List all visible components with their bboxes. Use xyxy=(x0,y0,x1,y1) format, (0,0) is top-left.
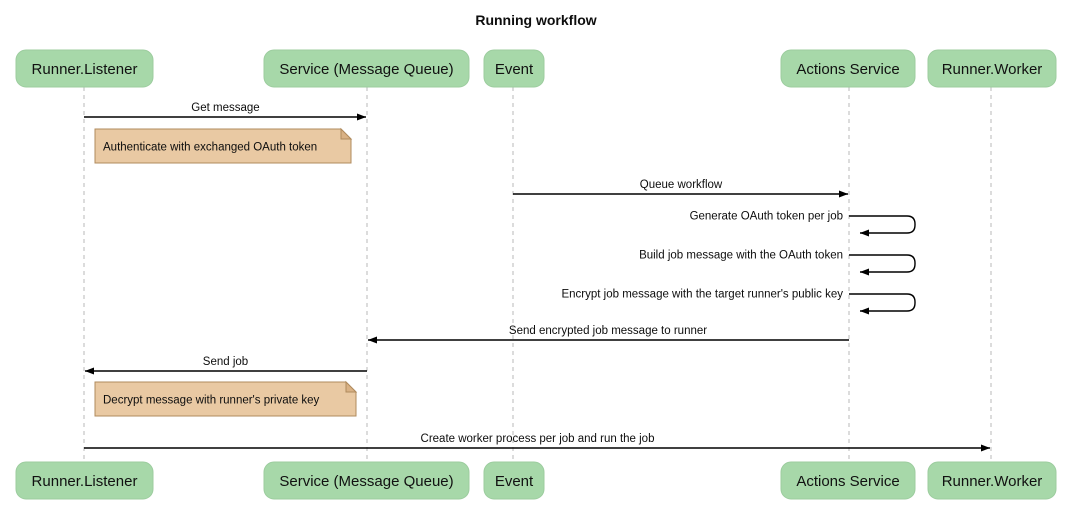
message-send-job[interactable]: Send job xyxy=(84,356,367,375)
message-self-loop[interactable] xyxy=(849,293,916,315)
participant-actions-service-bottom[interactable]: Actions Service xyxy=(780,461,916,500)
participant-box[interactable] xyxy=(483,49,545,88)
note-body[interactable] xyxy=(94,381,357,417)
notes-layer: Authenticate with exchanged OAuth tokenD… xyxy=(94,127,358,417)
participants-top-layer: Runner.Listener Service (Message Queue) Ev… xyxy=(15,49,1057,88)
participant-label: Actions Service xyxy=(796,61,899,78)
participant-runner-listener-bottom[interactable]: Runner.Listener xyxy=(15,461,154,500)
message-send-encrypted-job-message[interactable]: Send encrypted job message to runner xyxy=(367,325,849,344)
participant-label: Service (Message Queue) xyxy=(279,61,453,78)
participant-label: Runner.Worker xyxy=(942,61,1043,78)
participant-box[interactable] xyxy=(483,461,545,500)
participant-label: Runner.Worker xyxy=(942,473,1043,490)
message-self-loop[interactable] xyxy=(849,254,916,276)
message-create-worker-process[interactable]: Create worker process per job and run th… xyxy=(84,433,991,452)
participant-label: Actions Service xyxy=(796,473,899,490)
participant-label: Runner.Listener xyxy=(32,473,138,490)
participant-runner-worker-top[interactable]: Runner.Worker xyxy=(927,49,1057,88)
note-label: Authenticate with exchanged OAuth token xyxy=(103,142,317,154)
message-label: Get message xyxy=(191,102,259,114)
participant-event-bottom[interactable]: Event xyxy=(483,461,545,500)
note-body[interactable] xyxy=(94,128,352,164)
participant-label: Event xyxy=(495,61,534,78)
message-build-job-message[interactable]: Build job message with the OAuth token xyxy=(639,250,916,276)
message-label: Encrypt job message with the target runn… xyxy=(561,289,843,301)
participant-box[interactable] xyxy=(263,49,470,88)
participant-box[interactable] xyxy=(780,461,916,500)
page-title: Running workflow xyxy=(475,12,596,28)
participant-box[interactable] xyxy=(263,461,470,500)
participant-label: Service (Message Queue) xyxy=(279,473,453,490)
message-label: Queue workflow xyxy=(640,179,723,191)
participant-label: Runner.Listener xyxy=(32,61,138,78)
note-label: Decrypt message with runner's private ke… xyxy=(103,395,320,407)
message-label: Create worker process per job and run th… xyxy=(421,433,655,445)
participants-bottom-layer: Runner.Listener Service (Message Queue) Ev… xyxy=(15,461,1057,500)
message-queue-workflow[interactable]: Queue workflow xyxy=(513,179,849,198)
participant-box[interactable] xyxy=(15,461,154,500)
participant-runner-listener-top[interactable]: Runner.Listener xyxy=(15,49,154,88)
participant-box[interactable] xyxy=(927,49,1057,88)
note-note-decrypt[interactable]: Decrypt message with runner's private ke… xyxy=(94,380,358,417)
participant-box[interactable] xyxy=(780,49,916,88)
participant-service-mq-top[interactable]: Service (Message Queue) xyxy=(263,49,470,88)
participant-service-mq-bottom[interactable]: Service (Message Queue) xyxy=(263,461,470,500)
participant-event-top[interactable]: Event xyxy=(483,49,545,88)
participant-box[interactable] xyxy=(15,49,154,88)
message-label: Send encrypted job message to runner xyxy=(509,325,707,337)
lifelines-layer xyxy=(83,87,992,462)
message-label: Send job xyxy=(203,356,248,368)
message-generate-oauth-token[interactable]: Generate OAuth token per job xyxy=(690,211,916,237)
message-encrypt-job-message[interactable]: Encrypt job message with the target runn… xyxy=(561,289,916,315)
participant-runner-worker-bottom[interactable]: Runner.Worker xyxy=(927,461,1057,500)
message-label: Generate OAuth token per job xyxy=(690,211,843,223)
message-label: Build job message with the OAuth token xyxy=(639,250,843,262)
note-note-authenticate[interactable]: Authenticate with exchanged OAuth token xyxy=(94,127,353,164)
note-fold-corner-icon xyxy=(345,380,358,393)
message-get-message[interactable]: Get message xyxy=(84,102,367,121)
note-fold-corner-icon xyxy=(340,127,353,140)
participant-box[interactable] xyxy=(927,461,1057,500)
message-self-loop[interactable] xyxy=(849,215,916,237)
participant-label: Event xyxy=(495,473,534,490)
participant-actions-service-top[interactable]: Actions Service xyxy=(780,49,916,88)
